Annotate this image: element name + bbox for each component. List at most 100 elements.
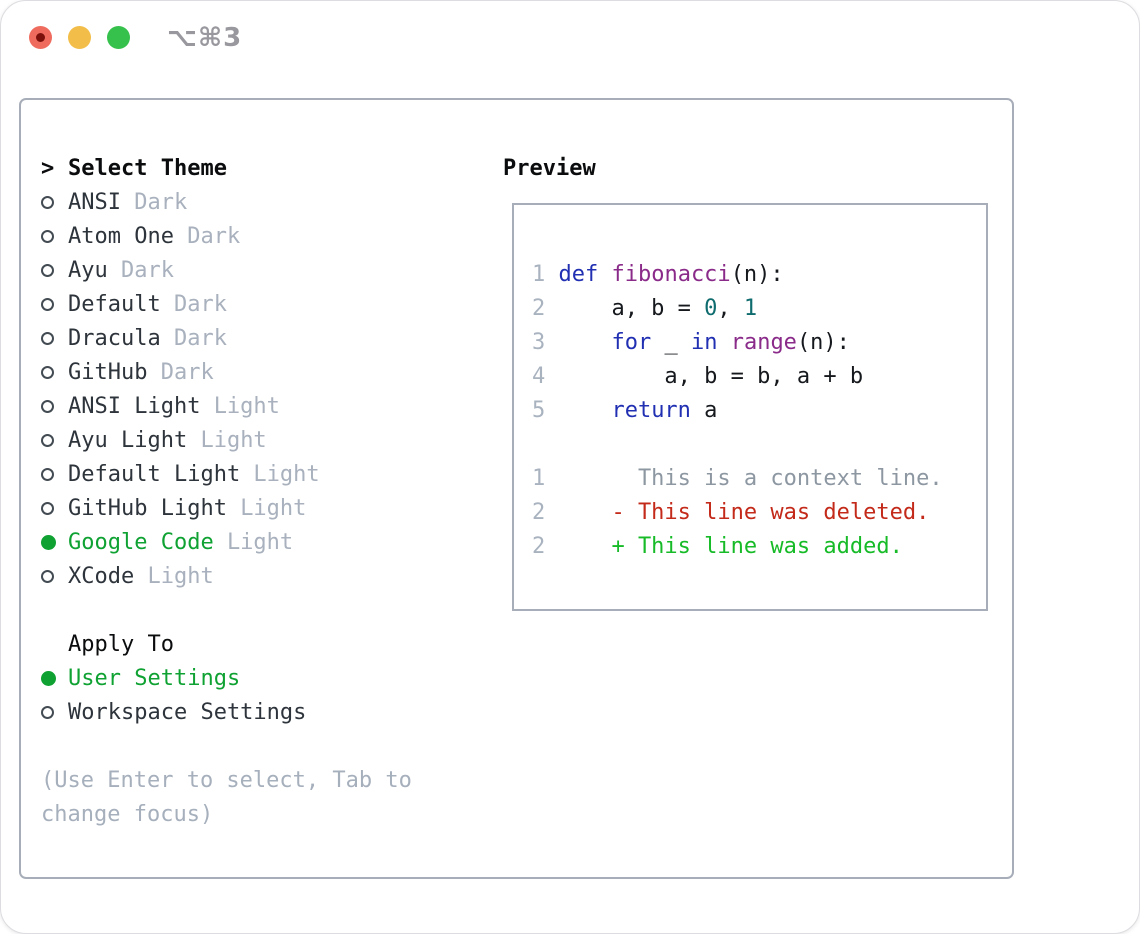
prompt-icon: > bbox=[41, 155, 55, 181]
close-button[interactable] bbox=[29, 26, 52, 49]
preview-diff-line-deleted: 2 - This line was deleted. bbox=[532, 495, 986, 529]
radio-col bbox=[41, 569, 68, 583]
radio-col bbox=[41, 297, 68, 311]
diff-text: This is a context line. bbox=[558, 465, 943, 491]
radio-selected-icon bbox=[41, 670, 56, 686]
line-number: 4 bbox=[532, 363, 546, 389]
theme-name: Dracula bbox=[68, 325, 161, 351]
minimize-button[interactable] bbox=[68, 26, 91, 49]
code-token: (n): bbox=[796, 329, 850, 355]
theme-variant-tag: Dark bbox=[134, 189, 188, 215]
radio-icon bbox=[41, 705, 54, 719]
diff-text: - This line was deleted. bbox=[558, 499, 930, 525]
code-token: a, b = b, a + b bbox=[558, 363, 864, 389]
line-number: 2 bbox=[532, 295, 546, 321]
theme-name: GitHub Light bbox=[68, 495, 227, 521]
radio-icon bbox=[41, 365, 54, 379]
apply-to-header: Apply To bbox=[41, 627, 491, 661]
spacer bbox=[41, 729, 491, 763]
radio-col bbox=[41, 433, 68, 447]
theme-variant-tag: Dark bbox=[120, 257, 174, 283]
preview-code-line: 3 for _ in range(n): bbox=[532, 325, 986, 359]
code-token: in bbox=[690, 329, 718, 355]
theme-variant-tag: Dark bbox=[160, 359, 214, 385]
code-token: def bbox=[558, 261, 599, 287]
apply-option-workspace-settings[interactable]: Workspace Settings bbox=[41, 695, 491, 729]
preview-title: Preview bbox=[503, 155, 596, 181]
radio-icon bbox=[41, 433, 54, 447]
apply-option-name: Workspace Settings bbox=[68, 699, 307, 725]
theme-name: ANSI bbox=[68, 189, 121, 215]
theme-name: GitHub bbox=[68, 359, 148, 385]
theme-option-ansi[interactable]: ANSI Dark bbox=[41, 185, 491, 219]
apply-option-user-settings[interactable]: User Settings bbox=[41, 661, 491, 695]
code-token: range bbox=[730, 329, 797, 355]
spacer bbox=[41, 593, 491, 627]
code-token bbox=[598, 262, 611, 287]
theme-option-dracula[interactable]: Dracula Dark bbox=[41, 321, 491, 355]
prompt-col: > bbox=[41, 156, 68, 181]
apply-option-name: User Settings bbox=[68, 665, 241, 691]
code-token: fibonacci bbox=[611, 261, 731, 287]
code-token bbox=[558, 330, 611, 355]
radio-col bbox=[41, 534, 68, 550]
radio-col bbox=[41, 331, 68, 345]
code-token: (n): bbox=[730, 261, 784, 287]
line-number: 1 bbox=[532, 465, 546, 491]
theme-name: Ayu Light bbox=[68, 427, 188, 453]
radio-icon bbox=[41, 229, 54, 243]
code-token bbox=[558, 398, 611, 423]
radio-icon bbox=[41, 195, 54, 209]
code-token: a, b = bbox=[558, 295, 705, 321]
radio-icon bbox=[41, 263, 54, 277]
radio-col bbox=[41, 365, 68, 379]
code-token: 1 bbox=[743, 295, 758, 321]
theme-variant-tag: Dark bbox=[173, 325, 227, 351]
radio-col bbox=[41, 501, 68, 515]
radio-selected-icon bbox=[41, 534, 56, 550]
theme-name: Google Code bbox=[68, 529, 214, 555]
theme-variant-tag: Dark bbox=[187, 223, 241, 249]
theme-option-github[interactable]: GitHub Dark bbox=[41, 355, 491, 389]
zoom-button[interactable] bbox=[107, 26, 130, 49]
select-theme-label: Select Theme bbox=[68, 155, 227, 181]
code-text: return a bbox=[558, 398, 717, 423]
line-number: 5 bbox=[532, 397, 546, 423]
theme-variant-tag: Light bbox=[253, 461, 320, 487]
theme-name: ANSI Light bbox=[68, 393, 201, 419]
theme-name: Default Light bbox=[68, 461, 241, 487]
code-token: for bbox=[611, 329, 652, 355]
window-title: ⌥⌘3 bbox=[167, 23, 243, 53]
theme-name: XCode bbox=[68, 563, 135, 589]
radio-icon bbox=[41, 331, 54, 345]
diff-text: + This line was added. bbox=[558, 533, 903, 559]
line-number: 2 bbox=[532, 499, 546, 525]
help-text-line: (Use Enter to select, Tab to bbox=[41, 767, 412, 793]
preview-code-line: 4 a, b = b, a + b bbox=[532, 359, 986, 393]
radio-icon bbox=[41, 297, 54, 311]
code-token: , bbox=[717, 295, 744, 321]
line-number: 2 bbox=[532, 533, 546, 559]
titlebar: ⌥⌘3 bbox=[1, 1, 1139, 77]
traffic-lights bbox=[29, 26, 130, 49]
radio-col bbox=[41, 705, 68, 719]
preview-diff-line-added: 2 + This line was added. bbox=[532, 529, 986, 563]
select-theme-header: > Select Theme bbox=[41, 151, 491, 185]
theme-option-default-light[interactable]: Default Light Light bbox=[41, 457, 491, 491]
